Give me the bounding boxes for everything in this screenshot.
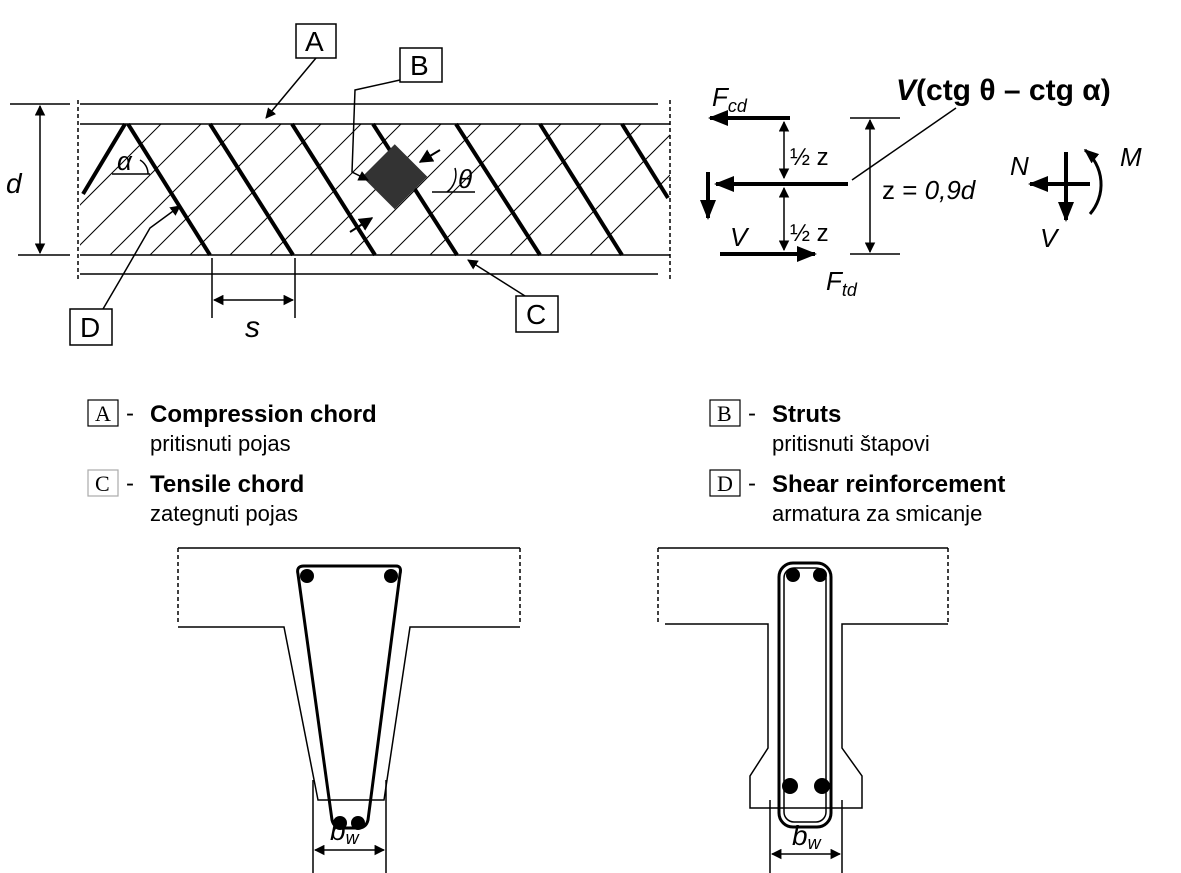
fcd-label: Fcd [712, 82, 748, 116]
bw-right-label: bw [792, 820, 822, 853]
leader-a [265, 57, 317, 119]
half-z-top-label: ½ z [790, 144, 829, 171]
label-d-text: D [80, 312, 100, 343]
web-outline-left [178, 626, 520, 801]
legend-subtitle-c: zategnuti pojas [150, 501, 298, 526]
bar-right-bottom-1 [782, 778, 798, 794]
legend-item-b: B - Struts pritisnuti štapovi [709, 399, 930, 456]
legend-key-b: B [717, 401, 732, 426]
legend-item-d: D - Shear reinforcement armatura za smic… [709, 469, 1005, 526]
bar-left-bottom-2 [351, 816, 365, 830]
legend-item-c: C - Tensile chord zategnuti pojas [87, 469, 304, 526]
legend-item-a: A - Compression chord pritisnuti pojas [87, 399, 377, 456]
cross-section-tapered-web: bw [177, 547, 521, 873]
bar-right-bottom-2 [814, 778, 830, 794]
legend-subtitle-b: pritisnuti štapovi [772, 431, 930, 456]
strut-element [362, 144, 428, 210]
legend-key-c: C [95, 471, 110, 496]
bar-left-top-2 [384, 569, 398, 583]
bar-right-top-2 [813, 568, 827, 582]
leader-c [467, 259, 526, 297]
alpha-arc [139, 159, 149, 175]
legend-title-c: Tensile chord [150, 471, 304, 498]
v-left-label: V [730, 222, 750, 252]
legend-subtitle-a: pritisnuti pojas [150, 431, 291, 456]
strut-force-arrow-top [418, 149, 441, 163]
legend-key-a: A [95, 401, 111, 426]
bw-left-label: bw [330, 815, 360, 848]
leader-d [102, 205, 181, 310]
legend-title-d: Shear reinforcement [772, 471, 1005, 498]
legend-sep-c: - [126, 470, 134, 497]
ftd-label: Ftd [826, 266, 858, 300]
legend-title-a: Compression chord [150, 401, 377, 428]
leader-b [351, 79, 401, 181]
v-right-label: V [1040, 223, 1060, 253]
strut-expression-leader [851, 107, 957, 181]
label-box-b: B [399, 47, 443, 83]
strut-force-arrow-bottom [349, 217, 374, 233]
label-box-a: A [295, 23, 337, 59]
legend: A - Compression chord pritisnuti pojas C… [87, 399, 1005, 526]
legend-subtitle-d: armatura za smicanje [772, 501, 982, 526]
beam-elevation: θ α d s A B C D [6, 23, 671, 346]
legend-sep-d: - [748, 470, 756, 497]
m-arc-arrow [1083, 148, 1103, 215]
legend-title-b: Struts [772, 401, 841, 428]
label-box-c: C [515, 295, 559, 333]
alpha-label: α [117, 146, 133, 176]
bar-left-bottom-1 [333, 816, 347, 830]
theta-label: θ [458, 164, 472, 194]
half-z-bottom-label: ½ z [790, 220, 829, 247]
bar-right-top-1 [786, 568, 800, 582]
z-label: z = 0,9d [882, 175, 977, 205]
strut-force-expression: V(ctg θ – ctg α) [896, 74, 1111, 107]
web-outline-right [665, 623, 948, 809]
stirrup-right [777, 561, 833, 829]
m-label: M [1120, 142, 1142, 172]
label-b-text: B [410, 50, 429, 81]
label-c-text: C [526, 299, 546, 330]
depth-label: d [6, 168, 23, 199]
shear-reinforcement-bars [81, 122, 670, 257]
cross-section-bulb-web: bw [657, 547, 949, 873]
n-label: N [1010, 151, 1029, 181]
legend-sep-b: - [748, 400, 756, 427]
bar-left-top-1 [300, 569, 314, 583]
label-a-text: A [305, 26, 324, 57]
stirrup-right-inner [783, 567, 827, 823]
theta-arc [446, 167, 457, 193]
legend-key-d: D [717, 471, 733, 496]
spacing-label: s [245, 311, 260, 344]
legend-sep-a: - [126, 400, 134, 427]
label-box-d: D [69, 308, 113, 346]
force-diagram: Fcd ½ z ½ z V Ftd z = 0,9d V(ctg θ – ctg… [700, 74, 1142, 300]
